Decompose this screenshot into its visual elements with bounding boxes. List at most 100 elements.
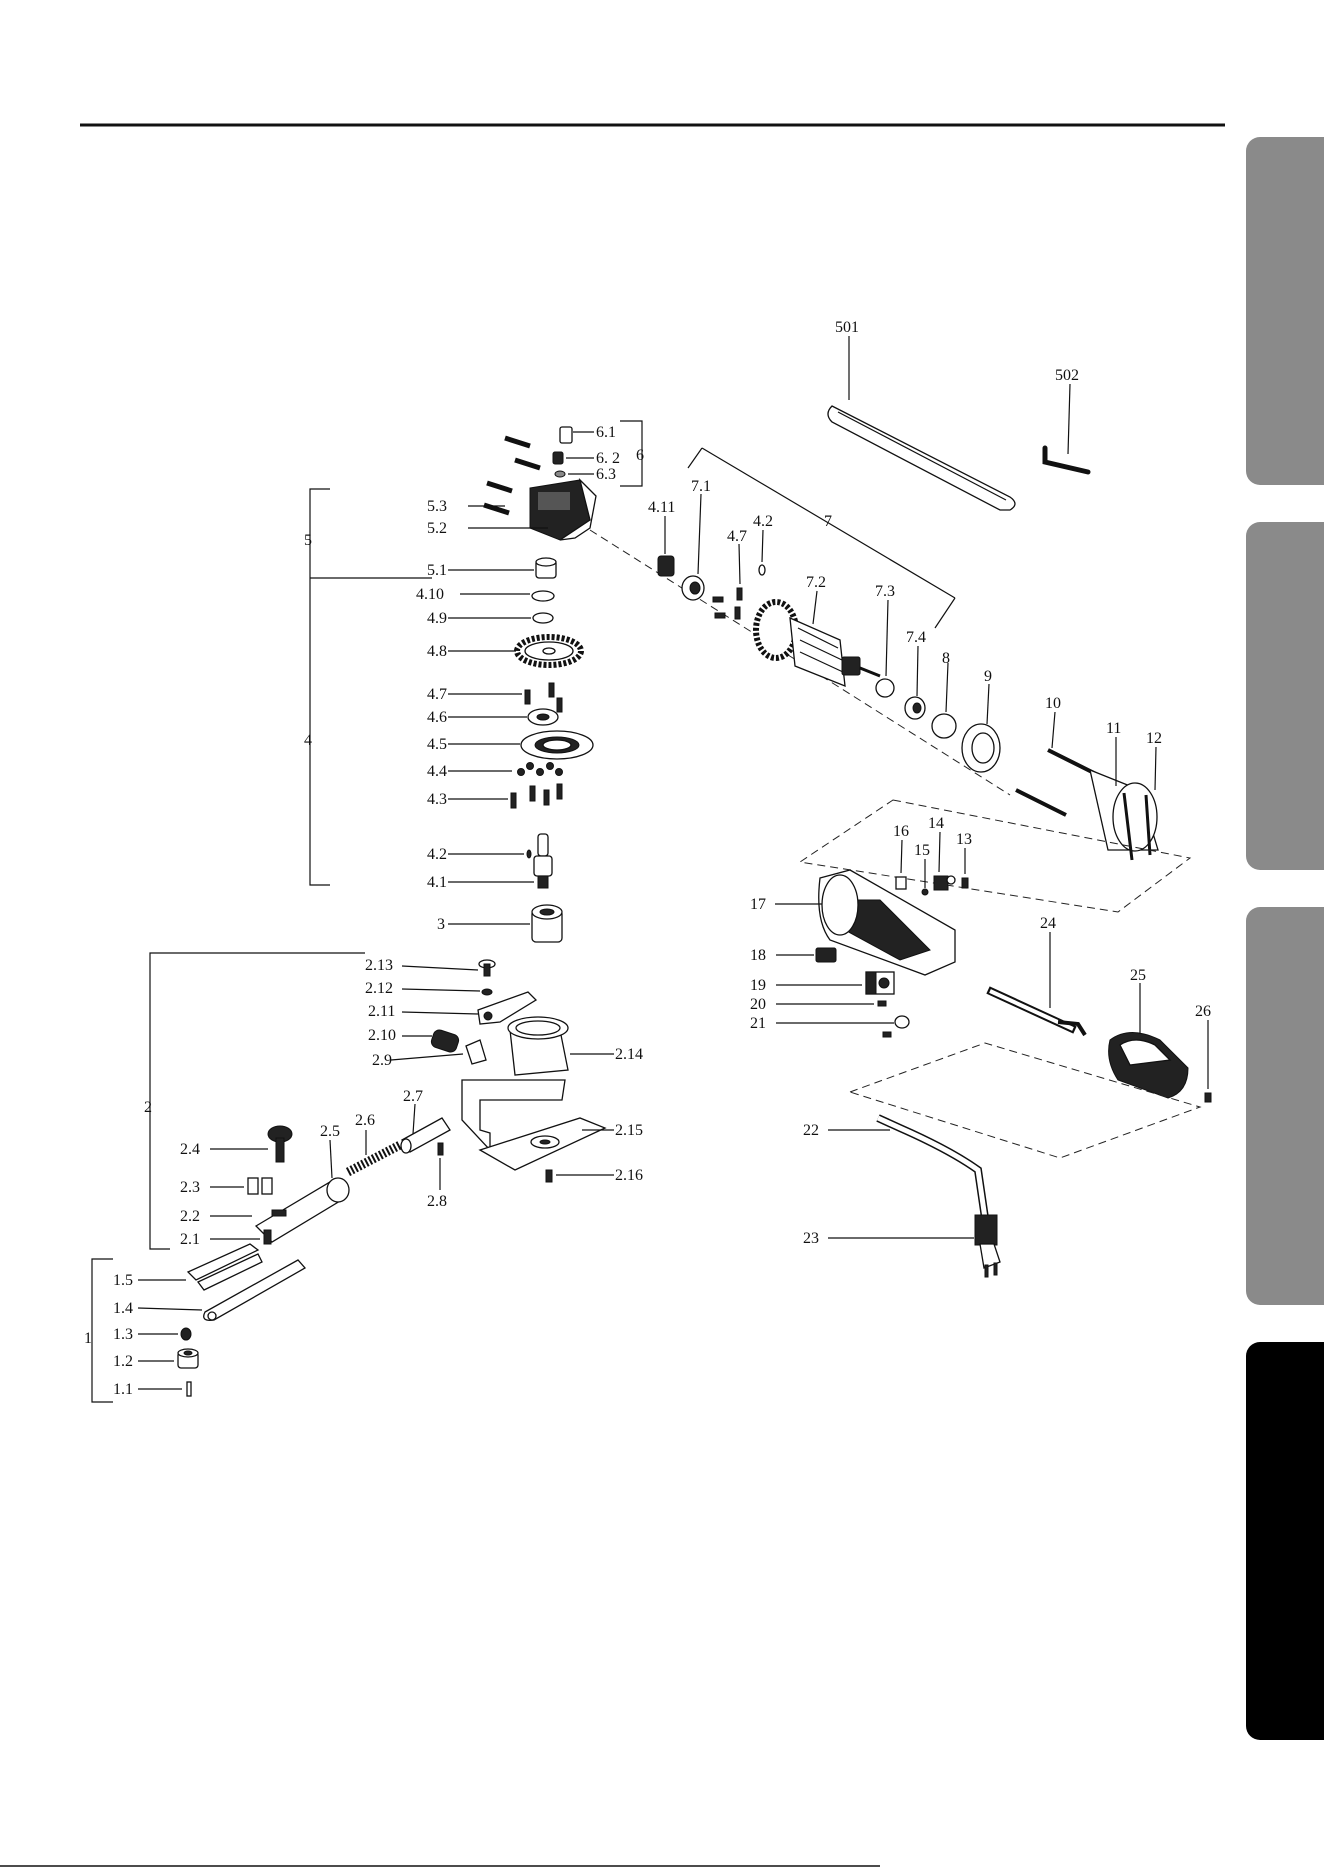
bearing-4-6-icon (528, 709, 558, 725)
bolt-2-13-icon (479, 960, 495, 976)
part-label-1-2: 1.2 (113, 1353, 133, 1370)
screw-6-1-icon (560, 427, 572, 443)
part-label-4: 4 (304, 732, 312, 749)
part-label-4-9: 4.9 (427, 610, 447, 627)
bearing-4-11-icon (658, 556, 674, 576)
part-label-2-1: 2.1 (180, 1231, 200, 1248)
part-label-2-9: 2.9 (372, 1052, 392, 1069)
nut-1-3-icon (181, 1328, 191, 1340)
part-label-4-2b: 4.2 (753, 513, 773, 530)
key-4-2b-icon (759, 565, 765, 575)
part-label-1-5: 1.5 (113, 1272, 133, 1289)
part-label-2-12: 2.12 (365, 980, 393, 997)
screws-4-7b-icon (713, 588, 742, 619)
screw-26-icon (1205, 1093, 1211, 1102)
part-label-15: 15 (914, 842, 930, 859)
part-label-9: 9 (984, 668, 992, 685)
spring-2-6-icon (348, 1145, 400, 1172)
part-label-18: 18 (750, 947, 766, 964)
part-label-16: 16 (893, 823, 909, 840)
bearing-plate-4-5-icon (521, 731, 593, 759)
part-label-5: 5 (304, 532, 312, 549)
brush-holder-14-icon (934, 876, 955, 890)
screw-20-icon (878, 1001, 886, 1006)
part-label-13: 13 (956, 831, 972, 848)
part-label-4-6: 4.6 (427, 709, 447, 726)
washer-2-12-icon (482, 989, 492, 995)
part-label-4-8: 4.8 (427, 643, 447, 660)
bearing-7-4-icon (905, 697, 925, 719)
part-label-2-3: 2.3 (180, 1179, 200, 1196)
part-label-1-4: 1.4 (113, 1300, 133, 1317)
part-label-7-2: 7.2 (806, 574, 826, 591)
part-label-1-1: 1.1 (113, 1381, 133, 1398)
clamp-21-icon (883, 1016, 909, 1037)
part-label-4-11: 4.11 (648, 499, 675, 516)
cover-18-icon (816, 948, 836, 962)
bracket-1-5-icon (188, 1244, 262, 1290)
stator-11-icon (1090, 770, 1158, 860)
ring-8-icon (932, 714, 956, 738)
part-label-4-2: 4.2 (427, 846, 447, 863)
part-label-8: 8 (942, 650, 950, 667)
hex-key-icon (1045, 448, 1088, 472)
part-label-2-15: 2.15 (615, 1122, 643, 1139)
part-label-7-4: 7.4 (906, 629, 926, 646)
spring-15-icon (922, 889, 928, 895)
spindle-4-1-icon (534, 834, 552, 888)
part-label-17: 17 (750, 896, 766, 913)
pads-2-3-icon (248, 1178, 272, 1194)
part-label-3: 3 (437, 916, 445, 933)
part-label-2-5: 2.5 (320, 1123, 340, 1140)
part-label-2-13: 2.13 (365, 957, 393, 974)
bevel-gear-4-8-icon (517, 637, 581, 665)
part-label-23: 23 (803, 1230, 819, 1247)
nuts-4-4-icon (518, 763, 563, 776)
part-label-4-7b: 4.7 (727, 528, 747, 545)
part-label-5-3: 5.3 (427, 498, 447, 515)
gear-housing-icon (530, 480, 596, 540)
bushing-1-2-icon (178, 1349, 198, 1368)
pin-1-1-icon (187, 1382, 191, 1396)
part-label-21: 21 (750, 1015, 766, 1032)
part-label-4-10: 4.10 (416, 586, 444, 603)
bushing-3-icon (532, 905, 562, 942)
part-label-2-6: 2.6 (355, 1112, 375, 1129)
part-label-6-2: 6. 2 (596, 450, 620, 467)
part-label-2: 2 (144, 1099, 152, 1116)
ring-4-10-icon (532, 591, 554, 601)
end-cap-25-icon (1109, 1033, 1188, 1099)
part-label-19: 19 (750, 977, 766, 994)
bearing-7-1-icon (682, 576, 704, 600)
part-label-2-8: 2.8 (427, 1193, 447, 1210)
sanding-belt-icon (828, 406, 1015, 510)
part-label-5-1: 5.1 (427, 562, 447, 579)
part-label-4-3: 4.3 (427, 791, 447, 808)
plate-2-15-icon (480, 1118, 605, 1170)
thumb-screw-2-4-icon (268, 1126, 292, 1162)
bushing-5-1-icon (536, 558, 556, 578)
part-label-12: 12 (1146, 730, 1162, 747)
spring-6-2-icon (553, 452, 563, 464)
part-label-4-1: 4.1 (427, 874, 447, 891)
part-label-26: 26 (1195, 1003, 1211, 1020)
baffle-9-icon (962, 724, 1000, 772)
part-label-2-14: 2.14 (615, 1046, 643, 1063)
part-label-502: 502 (1055, 367, 1079, 384)
part-label-2-11: 2.11 (368, 1003, 395, 1020)
switch-19-icon (866, 972, 894, 994)
rod-24-icon (988, 990, 1085, 1035)
part-label-4-4: 4.4 (427, 763, 447, 780)
part-label-4-7: 4.7 (427, 686, 447, 703)
part-label-5-2: 5.2 (427, 520, 447, 537)
screws-4-7-icon (525, 683, 562, 712)
part-label-4-5: 4.5 (427, 736, 447, 753)
part-label-6-3: 6.3 (596, 466, 616, 483)
part-label-10: 10 (1045, 695, 1061, 712)
part-label-7-1: 7.1 (691, 478, 711, 495)
part-label-2-16: 2.16 (615, 1167, 643, 1184)
part-label-25: 25 (1130, 967, 1146, 984)
part-label-1-3: 1.3 (113, 1326, 133, 1343)
brush-16-icon (896, 877, 906, 889)
